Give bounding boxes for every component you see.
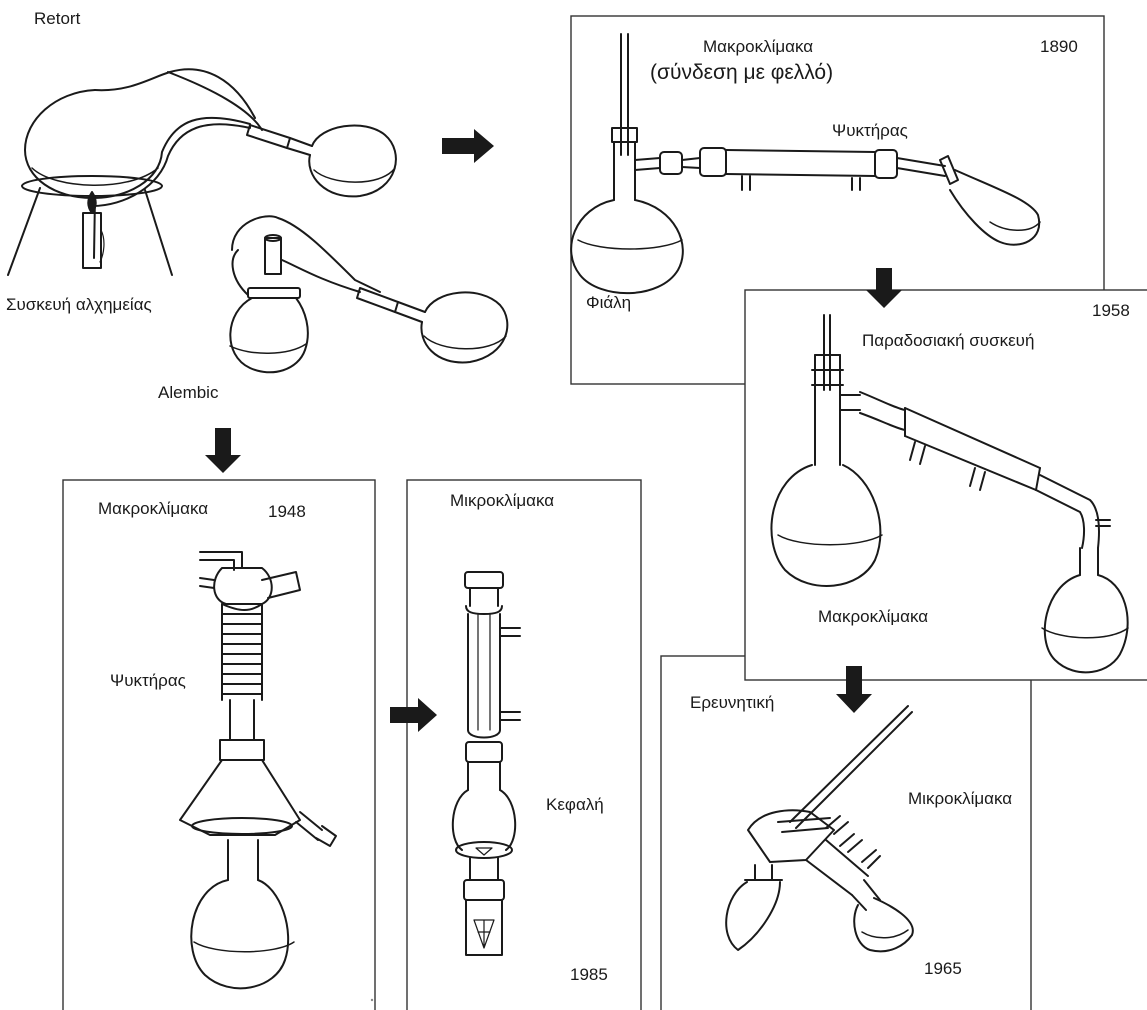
label-retort: Retort [34, 10, 80, 27]
scan-speck [371, 999, 373, 1001]
label-year-1948: 1948 [268, 503, 306, 520]
panel-frame-1985 [407, 480, 641, 1010]
label-alchemy-apparatus: Συσκευή αλχημείας [6, 296, 152, 313]
label-traditional-apparatus: Παραδοσιακή συσκευή [862, 332, 1034, 349]
label-year-1985: 1985 [570, 966, 608, 983]
label-macro-1890: Μακροκλίμακα [703, 38, 813, 55]
label-alembic: Alembic [158, 384, 218, 401]
arrow-right-1 [442, 129, 494, 163]
label-flask-1890: Φιάλη [586, 294, 631, 311]
label-research: Ερευνητική [690, 694, 774, 711]
label-year-1958: 1958 [1092, 302, 1130, 319]
label-condenser-1948: Ψυκτήρας [110, 672, 186, 689]
label-year-1965: 1965 [924, 960, 962, 977]
label-micro-1965: Μικροκλίμακα [908, 790, 1012, 807]
label-condenser-1890: Ψυκτήρας [832, 122, 908, 139]
label-micro-1985: Μικροκλίμακα [450, 492, 554, 509]
retort-apparatus [8, 69, 396, 275]
label-cork-connection: (σύνδεση με φελλό) [650, 62, 833, 83]
label-year-1890: 1890 [1040, 38, 1078, 55]
label-macro-1958: Μακροκλίμακα [818, 608, 928, 625]
label-macro-1948: Μακροκλίμακα [98, 500, 208, 517]
alembic-apparatus [230, 216, 507, 372]
arrow-down-1 [205, 428, 241, 473]
label-head-1985: Κεφαλή [546, 796, 604, 813]
